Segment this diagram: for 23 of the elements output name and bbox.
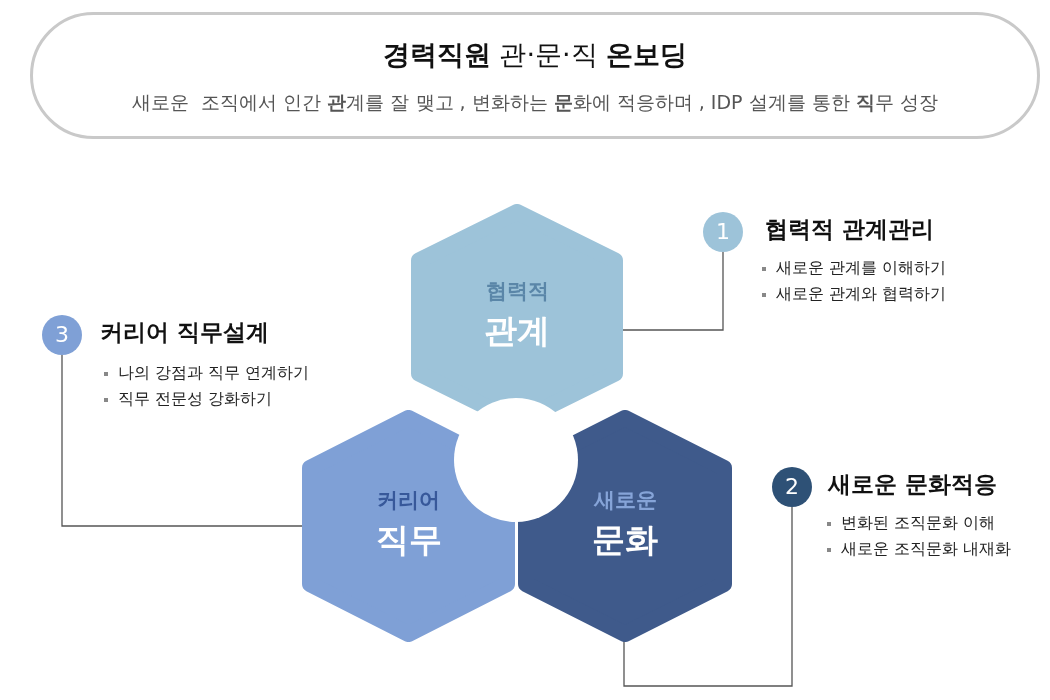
callout-heading: 커리어 직무설계 — [100, 318, 269, 347]
hexagon-heading: 관계 — [484, 310, 550, 352]
bullet-item: 나의 강점과 직무 연계하기 — [102, 363, 310, 384]
callout-heading: 협력적 관계관리 — [765, 215, 934, 244]
leader-line — [61, 354, 304, 527]
callout-heading: 새로운 문화적응 — [828, 470, 997, 499]
hexagon-heading: 직무 — [375, 519, 442, 561]
bullet-item: 새로운 조직문화 내재화 — [825, 539, 1012, 560]
subtitle: 새로운 조직에서 인간 관계를 잘 맺고 , 변화하는 문화에 적응하며 , IDP 설계를 통한 직무 성장 — [132, 90, 938, 115]
hexagon-subheading: 협력적 — [485, 278, 549, 305]
hexagon-heading: 문화 — [592, 519, 658, 561]
bullet-item: 새로운 관계를 이해하기 — [760, 258, 947, 279]
leader-line — [622, 251, 724, 331]
callout-number: 2 — [772, 467, 812, 507]
bullet-item: 변화된 조직문화 이해 — [825, 513, 996, 534]
bullet-item: 새로운 관계와 협력하기 — [760, 284, 947, 305]
hexagon-subheading: 새로운 — [593, 487, 657, 514]
banner-heading: 경력직원 관·문·직 온보딩 — [382, 38, 688, 72]
hexagon-subheading: 커리어 — [377, 487, 440, 514]
callout-number: 1 — [703, 212, 743, 252]
callout-number: 3 — [42, 315, 82, 355]
bullet-item: 직무 전문성 강화하기 — [102, 389, 273, 410]
leader-line — [623, 506, 793, 687]
